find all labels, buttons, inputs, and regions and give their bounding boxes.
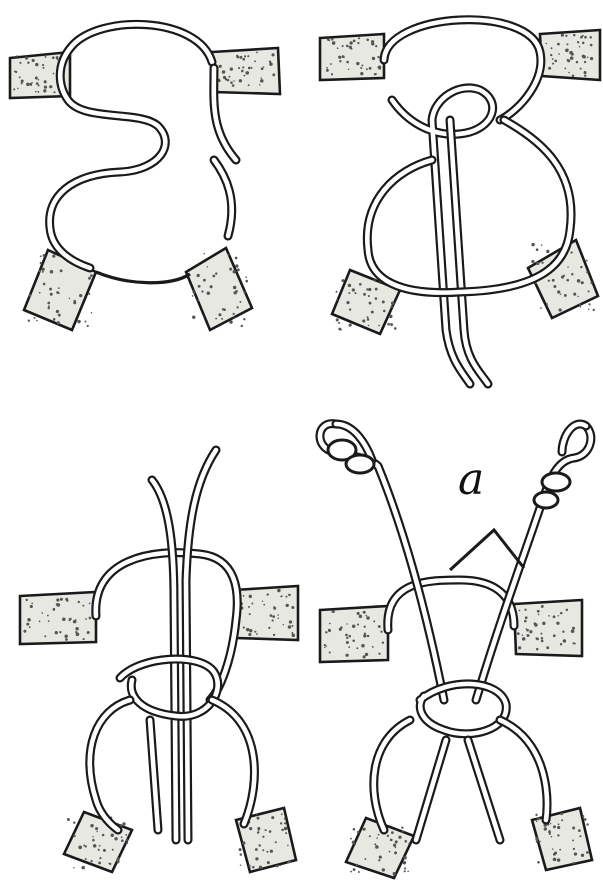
strap-top-right — [212, 48, 280, 94]
strap-left — [320, 606, 388, 662]
rope-upper-loop — [50, 24, 236, 268]
panel-4-finished-knot — [300, 400, 603, 884]
strap-right — [234, 586, 298, 640]
strap-bottom-right — [186, 248, 252, 330]
figure-label: a — [458, 458, 484, 502]
rope-threaded — [367, 20, 571, 384]
panel-3-knot-forming — [0, 420, 300, 884]
tension-arrow — [450, 530, 524, 570]
strap-bottom-left — [64, 812, 132, 872]
strap-top-right — [540, 30, 600, 80]
strap-right — [514, 600, 582, 656]
loop-knot-right — [534, 473, 570, 508]
strap-bottom-right — [532, 808, 592, 870]
panel-1-rope-loops — [0, 0, 300, 400]
panel-2-rope-threaded — [300, 0, 603, 400]
ring-bottom — [96, 272, 190, 283]
strap-left — [20, 592, 96, 644]
rope-knot — [90, 450, 255, 840]
strap-top-left — [320, 34, 384, 80]
